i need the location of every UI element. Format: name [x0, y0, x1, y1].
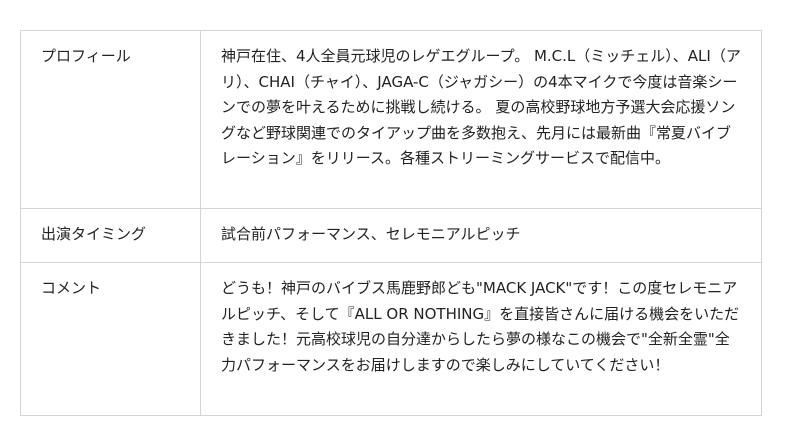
profile-label: プロフィール [20, 30, 201, 209]
comment-value: どうも！神戸のバイブス馬鹿野郎ども"MACK JACK"です！この度セレモニアル… [200, 262, 762, 416]
table-row-profile: プロフィール 神戸在住、4人全員元球児のレゲエグループ。 M.C.L（ミッチェル… [20, 30, 762, 209]
timing-label: 出演タイミング [20, 208, 201, 263]
timing-value: 試合前パフォーマンス、セレモニアルピッチ [200, 208, 762, 263]
table-row-timing: 出演タイミング 試合前パフォーマンス、セレモニアルピッチ [20, 208, 762, 263]
comment-label: コメント [20, 262, 201, 416]
table-row-comment: コメント どうも！神戸のバイブス馬鹿野郎ども"MACK JACK"です！この度セ… [20, 262, 762, 416]
info-table: プロフィール 神戸在住、4人全員元球児のレゲエグループ。 M.C.L（ミッチェル… [20, 30, 762, 416]
profile-value: 神戸在住、4人全員元球児のレゲエグループ。 M.C.L（ミッチェル）、ALI（ア… [200, 30, 762, 209]
